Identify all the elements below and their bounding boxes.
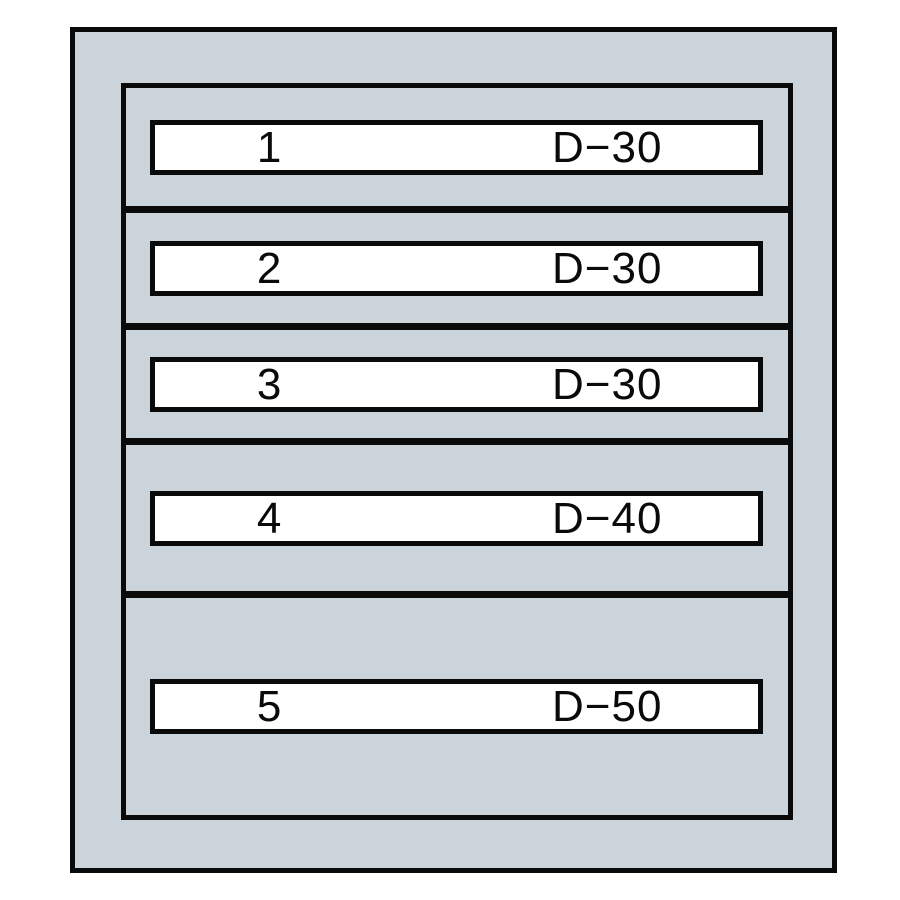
drawer-section-3: 3 D−30 [126,330,788,438]
cabinet-body: 1 D−30 2 D−30 3 D−30 [70,27,837,873]
drawer-code: D−40 [552,493,663,543]
drawer-divider [126,438,788,445]
drawer-label-plate: 3 D−30 [150,356,763,412]
drawer-divider [126,323,788,330]
drawer-code: D−30 [552,122,663,172]
drawer-divider [126,206,788,213]
drawer-number: 5 [256,682,283,731]
drawer-number: 4 [256,493,283,543]
drawer-section-5: 5 D−50 [126,598,788,815]
drawer-bank: 1 D−30 2 D−30 3 D−30 [121,83,793,820]
drawer-number: 2 [256,243,283,293]
drawer-section-2: 2 D−30 [126,213,788,323]
drawer-code: D−30 [552,359,663,409]
drawer-label-plate: 2 D−30 [150,240,763,296]
drawer-divider [126,591,788,598]
drawer-number: 1 [256,122,283,172]
drawer-label-plate: 4 D−40 [150,490,763,546]
drawer-code: D−30 [552,243,663,293]
drawer-code: D−50 [552,682,663,731]
drawer-section-4: 4 D−40 [126,445,788,591]
drawer-section-1: 1 D−30 [126,88,788,206]
drawer-label-plate: 1 D−30 [150,119,763,175]
drawer-number: 3 [256,359,283,409]
drawer-label-plate: 5 D−50 [150,679,763,734]
